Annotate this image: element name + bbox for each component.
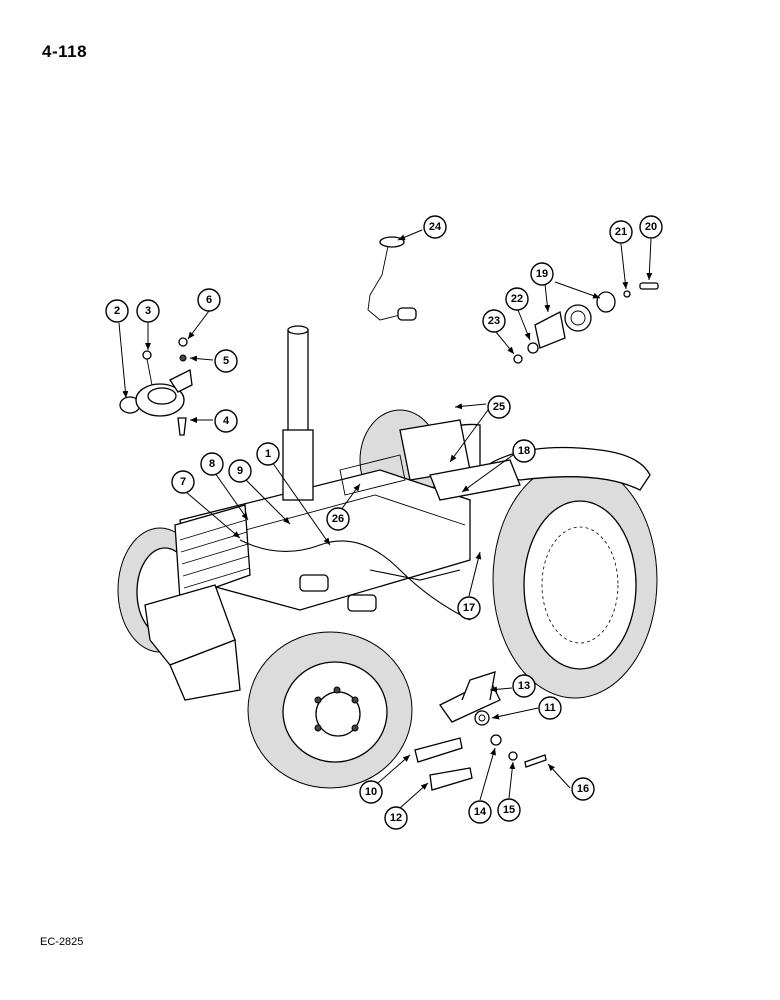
figure-code: EC-2825 <box>40 936 84 948</box>
callout-14: 14 <box>468 800 492 824</box>
leader-lines <box>118 229 653 809</box>
svg-text:12: 12 <box>390 812 402 824</box>
svg-text:24: 24 <box>429 221 442 233</box>
svg-text:23: 23 <box>488 315 500 327</box>
callout-23: 23 <box>482 309 506 333</box>
callout-18: 18 <box>512 439 536 463</box>
svg-text:14: 14 <box>474 806 487 818</box>
svg-text:9: 9 <box>237 465 243 477</box>
starter-motor <box>299 574 377 612</box>
callout-25: 25 <box>487 395 511 419</box>
svg-text:26: 26 <box>332 513 344 525</box>
svg-text:18: 18 <box>518 445 530 457</box>
svg-text:11: 11 <box>544 702 556 714</box>
callout-12: 12 <box>384 806 408 830</box>
callout-26: 26 <box>326 507 350 531</box>
svg-text:13: 13 <box>518 680 530 692</box>
callout-13: 13 <box>512 674 536 698</box>
page-number: 4-118 <box>42 42 88 61</box>
switch-bracket-assembly <box>414 671 547 791</box>
svg-text:19: 19 <box>536 268 548 280</box>
callout-2: 2 <box>105 299 129 323</box>
svg-text:2: 2 <box>114 305 120 317</box>
svg-text:3: 3 <box>145 305 151 317</box>
fuel-sender <box>367 236 417 321</box>
callout-16: 16 <box>571 777 595 801</box>
callout-24: 24 <box>423 215 447 239</box>
svg-text:21: 21 <box>615 226 627 238</box>
svg-text:8: 8 <box>209 458 215 470</box>
callout-15: 15 <box>497 798 521 822</box>
svg-text:1: 1 <box>265 448 271 460</box>
callout-8: 8 <box>200 452 224 476</box>
radiator-grille <box>174 504 251 601</box>
callout-10: 10 <box>359 780 383 804</box>
switch-10 <box>414 737 463 763</box>
svg-text:17: 17 <box>463 602 475 614</box>
switch-12 <box>429 767 473 791</box>
exhaust-stack <box>282 325 314 501</box>
callout-3: 3 <box>136 299 160 323</box>
svg-text:22: 22 <box>511 293 523 305</box>
callout-4: 4 <box>214 409 238 433</box>
callouts: 1 2 3 4 5 6 7 8 9 10 11 12 13 14 15 16 1… <box>105 215 663 830</box>
svg-text:4: 4 <box>223 415 230 427</box>
svg-text:20: 20 <box>645 221 657 233</box>
horn-assembly <box>119 337 193 436</box>
callout-19: 19 <box>530 262 554 286</box>
callout-7: 7 <box>171 470 195 494</box>
callout-1: 1 <box>256 442 280 466</box>
callout-11: 11 <box>538 696 562 720</box>
svg-text:10: 10 <box>365 786 377 798</box>
trailer-socket <box>513 282 659 364</box>
callout-17: 17 <box>457 596 481 620</box>
front-right-wheel <box>247 631 413 789</box>
callout-9: 9 <box>228 459 252 483</box>
svg-text:6: 6 <box>206 294 212 306</box>
callout-6: 6 <box>197 288 221 312</box>
tractor-illustration <box>117 325 658 789</box>
callout-5: 5 <box>214 349 238 373</box>
callout-21: 21 <box>609 220 633 244</box>
svg-text:25: 25 <box>493 401 505 413</box>
callout-22: 22 <box>505 287 529 311</box>
svg-text:7: 7 <box>180 476 186 488</box>
rear-right-wheel <box>492 461 658 699</box>
svg-text:15: 15 <box>503 804 515 816</box>
svg-text:16: 16 <box>577 783 589 795</box>
svg-text:5: 5 <box>223 355 229 367</box>
callout-20: 20 <box>639 215 663 239</box>
